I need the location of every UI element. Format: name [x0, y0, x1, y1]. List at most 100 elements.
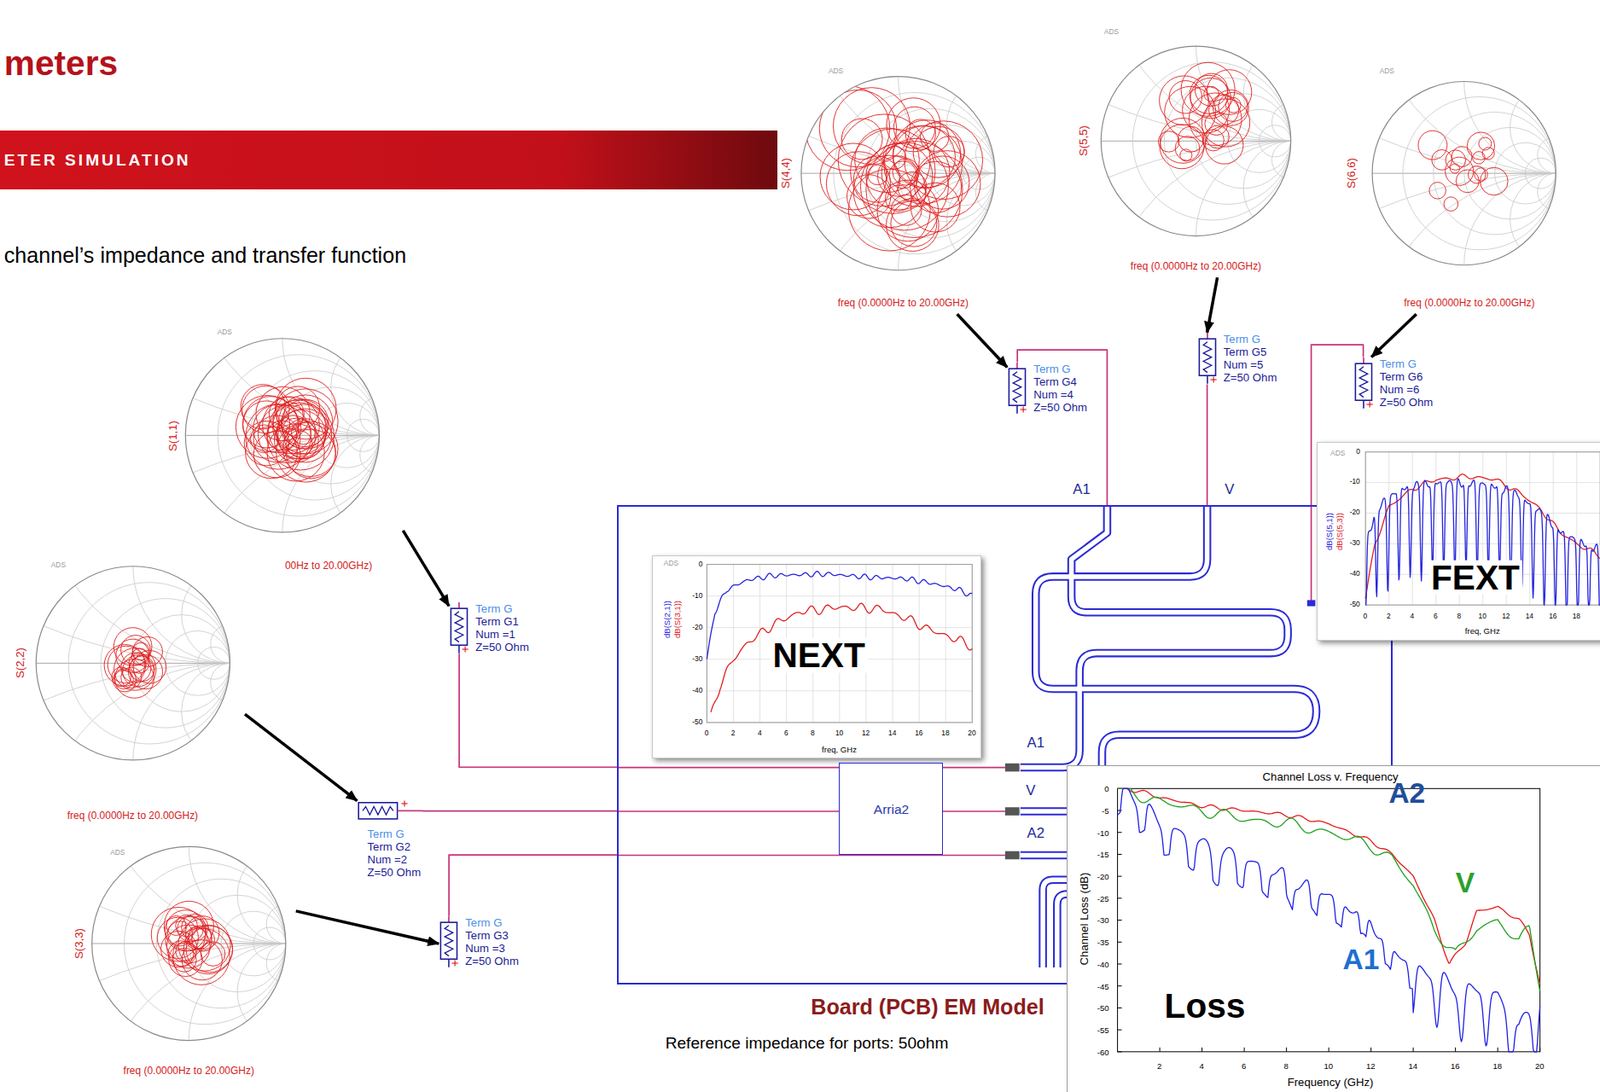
- axis-tick: 4: [757, 730, 763, 739]
- s-parameter-trace: [1157, 130, 1179, 152]
- symbol-body: [441, 922, 458, 960]
- smith-grid: [0, 0, 771, 1092]
- polarity-mark: [1212, 376, 1214, 383]
- axis-tick: -35: [1097, 937, 1110, 948]
- component-param: Z=50 Ohm: [1223, 371, 1278, 384]
- smith-chart-plot: ADSS(3,3)freq (0.0000Hz to 20.00GHz): [67, 844, 297, 1084]
- curve-label: A2: [1388, 779, 1426, 808]
- axis-label: dB(S(5,1)): [1323, 512, 1333, 551]
- axis-tick: 20: [1535, 1061, 1545, 1071]
- component-param: Z=50 Ohm: [366, 866, 421, 879]
- symbol-lead: [1016, 405, 1019, 414]
- symbol-group: [1355, 357, 1373, 409]
- tick-mark: [1117, 1007, 1122, 1009]
- axis-tick: 0: [1362, 612, 1368, 622]
- frequency-range: freq (0.0000Hz to 20.00GHz): [1403, 297, 1535, 310]
- symbol-group: [451, 602, 469, 654]
- s-parameter-trace: [254, 431, 302, 479]
- watermark: ADS: [51, 561, 66, 571]
- grid-line: [918, 564, 920, 723]
- axis-tick: 2: [1386, 612, 1391, 622]
- axis-tick: -40: [1097, 959, 1110, 969]
- axis-tick: 18: [941, 730, 949, 739]
- s-parameter-trace: [1431, 150, 1453, 171]
- grid-line: [706, 691, 972, 693]
- smith-grid-arc: [1464, 0, 1600, 174]
- smith-outline: [92, 847, 286, 1042]
- watermark: ADS: [828, 67, 844, 76]
- callout-arrow: [957, 314, 1008, 367]
- axis-label: dB(S(5,3)): [1333, 512, 1344, 551]
- s-parameter-trace: [128, 652, 150, 674]
- resistor-zigzag: [444, 925, 454, 957]
- axis-tick: 16: [1548, 612, 1557, 622]
- s-parameter-trace: [1159, 75, 1210, 126]
- axis-tick: 8: [1284, 1061, 1289, 1071]
- port-wire: [448, 855, 617, 917]
- s-parameter-trace: [151, 907, 206, 963]
- axis-tick: 6: [1241, 1061, 1246, 1071]
- term-label-block: Term GTerm G4Num =4Z=50 Ohm: [1033, 362, 1088, 415]
- component-param: Z=50 Ohm: [1033, 401, 1088, 414]
- tick-mark: [1117, 832, 1122, 833]
- plot-area: [1067, 766, 1600, 1092]
- smith-ground: [92, 847, 286, 1042]
- axis-tick: -60: [1097, 1047, 1110, 1057]
- tick-mark: [1117, 809, 1122, 811]
- smith-grid-arc: [237, 847, 335, 945]
- smith-chart: [8, 557, 245, 827]
- s-parameter-trace: [1206, 69, 1252, 115]
- smith-grid-arc: [1243, 140, 1339, 236]
- port-terminator: Term GTerm G2Num =2Z=50 Ohm: [357, 798, 424, 879]
- component-param: Term G6: [1379, 370, 1434, 384]
- smith-grid-arc: [0, 0, 865, 437]
- axis-label: Frequency (GHz): [1287, 1076, 1374, 1089]
- tick-mark: [1454, 1047, 1456, 1053]
- axis-label: freq, GHz: [821, 744, 857, 755]
- s-parameter-trace: [1478, 137, 1492, 151]
- resistor-zigzag: [361, 807, 393, 816]
- smith-outline: [1100, 46, 1291, 236]
- smith-grid-arc: [1464, 173, 1600, 357]
- plot-panel: Channel Loss v. FrequencyChannel Loss (d…: [1066, 765, 1600, 1092]
- tick-mark: [1117, 1051, 1122, 1053]
- tick-mark: [1285, 1047, 1287, 1053]
- axis-tick: -50: [1349, 600, 1361, 610]
- package-block: Arria2: [838, 762, 943, 856]
- port-terminator-symbol: [438, 916, 460, 968]
- axis-tick: 14: [888, 730, 896, 739]
- curve-label: A1: [1343, 945, 1380, 974]
- polarity-mark: [1023, 406, 1024, 413]
- axis-tick: 18: [1572, 612, 1581, 622]
- axis-label: dB(S(2,1)): [662, 600, 672, 639]
- port-pin: [1005, 851, 1020, 861]
- s-parameter-trace: [236, 395, 300, 460]
- trace-core: [1020, 505, 1288, 768]
- plot-panel: FEXTADSdB(S(5,1))dB(S(5,3))freq, GHz0-10…: [1316, 442, 1600, 641]
- s-parameter-trace: [819, 90, 896, 168]
- s-parameter-trace: [178, 919, 231, 972]
- s-parameter-trace: [262, 396, 320, 454]
- smith-grid-arc: [132, 663, 326, 857]
- smith-outline: [1372, 81, 1556, 266]
- component-type: Term G: [1033, 362, 1088, 376]
- component-type: Term G: [1379, 357, 1434, 371]
- component-param: Term G5: [1223, 345, 1278, 359]
- axis-tick: -50: [1097, 1003, 1110, 1013]
- port-wire: [616, 767, 1005, 769]
- s-parameter-trace: [1212, 89, 1249, 126]
- s-parameter-trace: [286, 430, 313, 457]
- tick-mark: [1327, 1047, 1329, 1053]
- smith-grid-arc: [0, 0, 771, 944]
- port-name: A2: [1026, 825, 1044, 842]
- axis-tick: -20: [692, 623, 703, 633]
- port-name: V: [1025, 782, 1036, 799]
- smith-grid-circle: [1433, 112, 1556, 235]
- tick-mark: [1496, 1047, 1498, 1053]
- axis-tick: -15: [1097, 849, 1110, 860]
- component-param: Num =2: [366, 853, 421, 867]
- symbol-group: [1009, 362, 1027, 414]
- smith-grid-arc: [0, 663, 715, 1092]
- grid-line: [891, 564, 893, 723]
- s-parameter-trace: [1169, 80, 1202, 113]
